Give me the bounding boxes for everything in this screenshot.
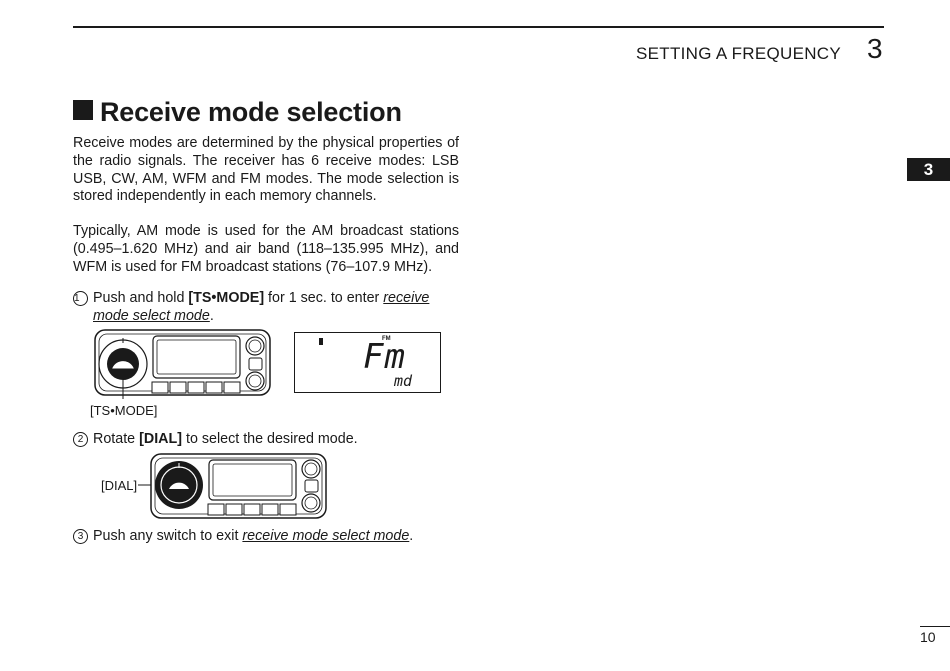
key-name: [DIAL] bbox=[139, 431, 182, 447]
radio-dial-figure bbox=[138, 453, 327, 519]
page-number: 10 bbox=[920, 629, 936, 645]
usage-paragraph: Typically, AM mode is used for the AM br… bbox=[73, 223, 459, 275]
step-number: 1 bbox=[73, 291, 88, 306]
lcd-segment-icon bbox=[319, 338, 323, 345]
lcd-sub-readout: md bbox=[394, 372, 413, 390]
intro-paragraph: Receive modes are determined by the phys… bbox=[73, 135, 459, 205]
lcd-display: FM Fm md bbox=[294, 332, 441, 393]
header-rule bbox=[73, 26, 884, 28]
lcd-fm-indicator: FM bbox=[382, 336, 391, 342]
chapter-title: SETTING A FREQUENCY bbox=[635, 44, 841, 63]
section-title: Receive mode selection bbox=[100, 97, 402, 127]
step-number: 3 bbox=[73, 529, 88, 544]
radio-front-panel-figure bbox=[94, 329, 271, 399]
chapter-number: 3 bbox=[867, 33, 883, 64]
mode-term: receive mode select mode bbox=[242, 528, 410, 544]
step-number: 2 bbox=[73, 432, 88, 447]
footer-rule bbox=[920, 626, 950, 627]
ts-mode-callout: [TS•MODE] bbox=[90, 403, 158, 418]
square-bullet-icon bbox=[73, 100, 93, 120]
mode-term: mode select mode bbox=[93, 307, 210, 324]
mode-term: receive bbox=[383, 290, 430, 306]
lcd-main-readout: Fm bbox=[363, 337, 406, 377]
dial-callout: [DIAL] bbox=[101, 478, 138, 493]
chapter-side-tab: 3 bbox=[907, 158, 950, 181]
key-name: [TS•MODE] bbox=[188, 290, 265, 306]
section-heading: Receive mode selection bbox=[73, 97, 402, 128]
